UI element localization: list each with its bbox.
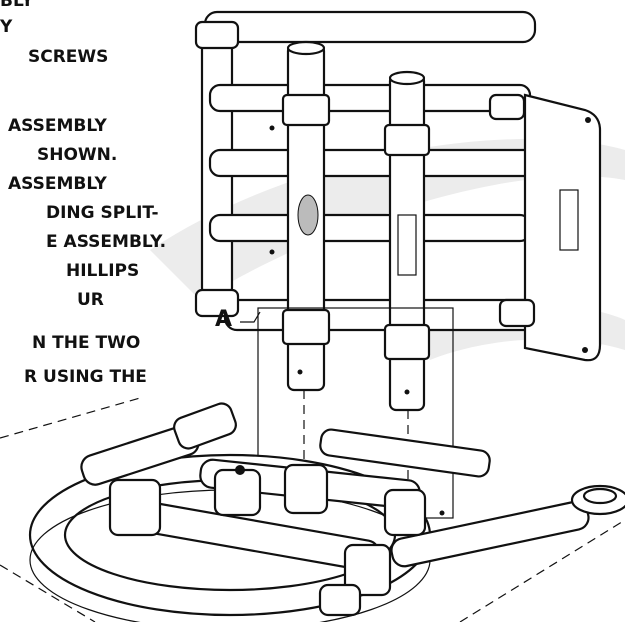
instruction-line: BLY: [0, 0, 34, 11]
callout-a-label: A: [215, 307, 233, 332]
floor-outline: [0, 397, 625, 622]
instruction-line: ASSEMBLY: [8, 174, 107, 194]
instruction-line: R USING THE: [24, 367, 147, 387]
instruction-line: SCREWS: [28, 47, 109, 67]
vertical-posts: [281, 40, 431, 412]
instruction-line: UR: [77, 290, 104, 310]
callout-leader: [240, 311, 261, 323]
instruction-line: ASSEMBLY: [8, 116, 107, 136]
instruction-line: Y: [0, 17, 13, 37]
instruction-line: HILLIPS: [66, 261, 140, 281]
alignment-lines: [303, 390, 409, 495]
lower-frame: [80, 402, 625, 617]
instruction-line: SHOWN.: [37, 145, 118, 165]
instruction-line: E ASSEMBLY.: [46, 232, 167, 252]
background-swoosh: [150, 138, 625, 300]
instruction-line: N THE TWO: [32, 333, 141, 353]
instruction-line: DING SPLIT-: [46, 203, 159, 223]
